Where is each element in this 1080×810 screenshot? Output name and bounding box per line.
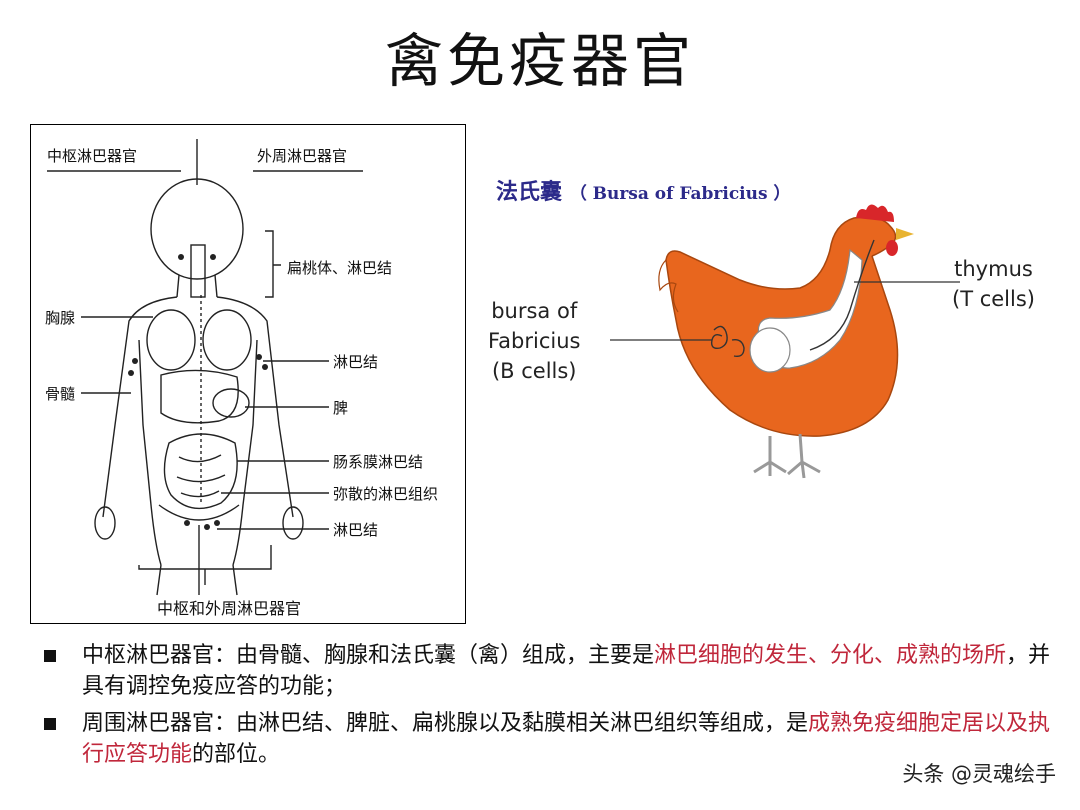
bullet-2-text-c: 的部位。 [192, 742, 281, 767]
bursa-heading-cn: 法氏囊 [496, 179, 563, 205]
mesenteric-lymph-label: 肠系膜淋巴结 [333, 453, 424, 471]
watermark: 头条 @灵魂绘手 [902, 762, 1056, 786]
thymus-label-hen: thymus (T cells) [952, 254, 1035, 314]
lymph-node-label-2: 淋巴结 [333, 521, 379, 539]
human-lymph-diagram: 中枢淋巴器官 外周淋巴器官 扁桃体、淋巴结 胸腺 淋巴结 骨髓 脾 肠系膜淋巴结… [30, 124, 466, 624]
thymus-label: 胸腺 [45, 309, 76, 327]
peripheral-organs-label: 外周淋巴器官 [257, 147, 348, 165]
thymus-label-line2: (T cells) [952, 287, 1035, 311]
bullet-1-text-a: 中枢淋巴器官：由骨髓、胸腺和法氏囊（禽）组成，主要是 [82, 643, 655, 668]
bursa-label: bursa of Fabricius (B cells) [488, 296, 580, 386]
bullet-square-icon [44, 718, 56, 730]
bullet-peripheral: 周围淋巴器官：由淋巴结、脾脏、扁桃腺以及黏膜相关淋巴组织等组成，是成熟免疫细胞定… [40, 708, 1060, 770]
diffuse-lymph-label: 弥散的淋巴组织 [333, 485, 439, 503]
bursa-label-line2: Fabricius [488, 329, 581, 353]
bullet-1-text-c: ，并具有调控免疫应答的功能； [82, 643, 1051, 699]
bullet-2-highlight: 成熟免疫细胞定居以及执行应答功能 [82, 711, 1051, 767]
bone-marrow-label: 骨髓 [45, 385, 76, 403]
page-title: 禽免疫器官 [384, 27, 695, 95]
bursa-heading-en: （ Bursa of Fabricius ） [569, 184, 791, 204]
lymph-node-label: 淋巴结 [333, 353, 379, 371]
bullet-2-text-a: 周围淋巴器官：由淋巴结、脾脏、扁桃腺以及黏膜相关淋巴组织等组成，是 [82, 711, 809, 736]
bullet-square-icon [44, 650, 56, 662]
bursa-label-line1: bursa of [491, 299, 578, 323]
human-body-figure [47, 139, 363, 596]
bursa-heading: 法氏囊 （ Bursa of Fabricius ） [496, 174, 790, 206]
bottom-label: 中枢和外周淋巴器官 [157, 599, 302, 618]
central-organs-label: 中枢淋巴器官 [47, 147, 138, 165]
hen-illustration [610, 204, 960, 479]
bursa-label-line3: (B cells) [491, 359, 577, 383]
bullet-central: 中枢淋巴器官：由骨髓、胸腺和法氏囊（禽）组成，主要是淋巴细胞的发生、分化、成熟的… [40, 640, 1060, 702]
bullet-list: 中枢淋巴器官：由骨髓、胸腺和法氏囊（禽）组成，主要是淋巴细胞的发生、分化、成熟的… [40, 640, 1060, 776]
thymus-label-line1: thymus [954, 257, 1033, 281]
bullet-1-highlight: 淋巴细胞的发生、分化、成熟的场所 [654, 643, 1007, 668]
tonsil-lymph-label: 扁桃体、淋巴结 [287, 259, 393, 277]
spleen-label: 脾 [333, 399, 349, 417]
